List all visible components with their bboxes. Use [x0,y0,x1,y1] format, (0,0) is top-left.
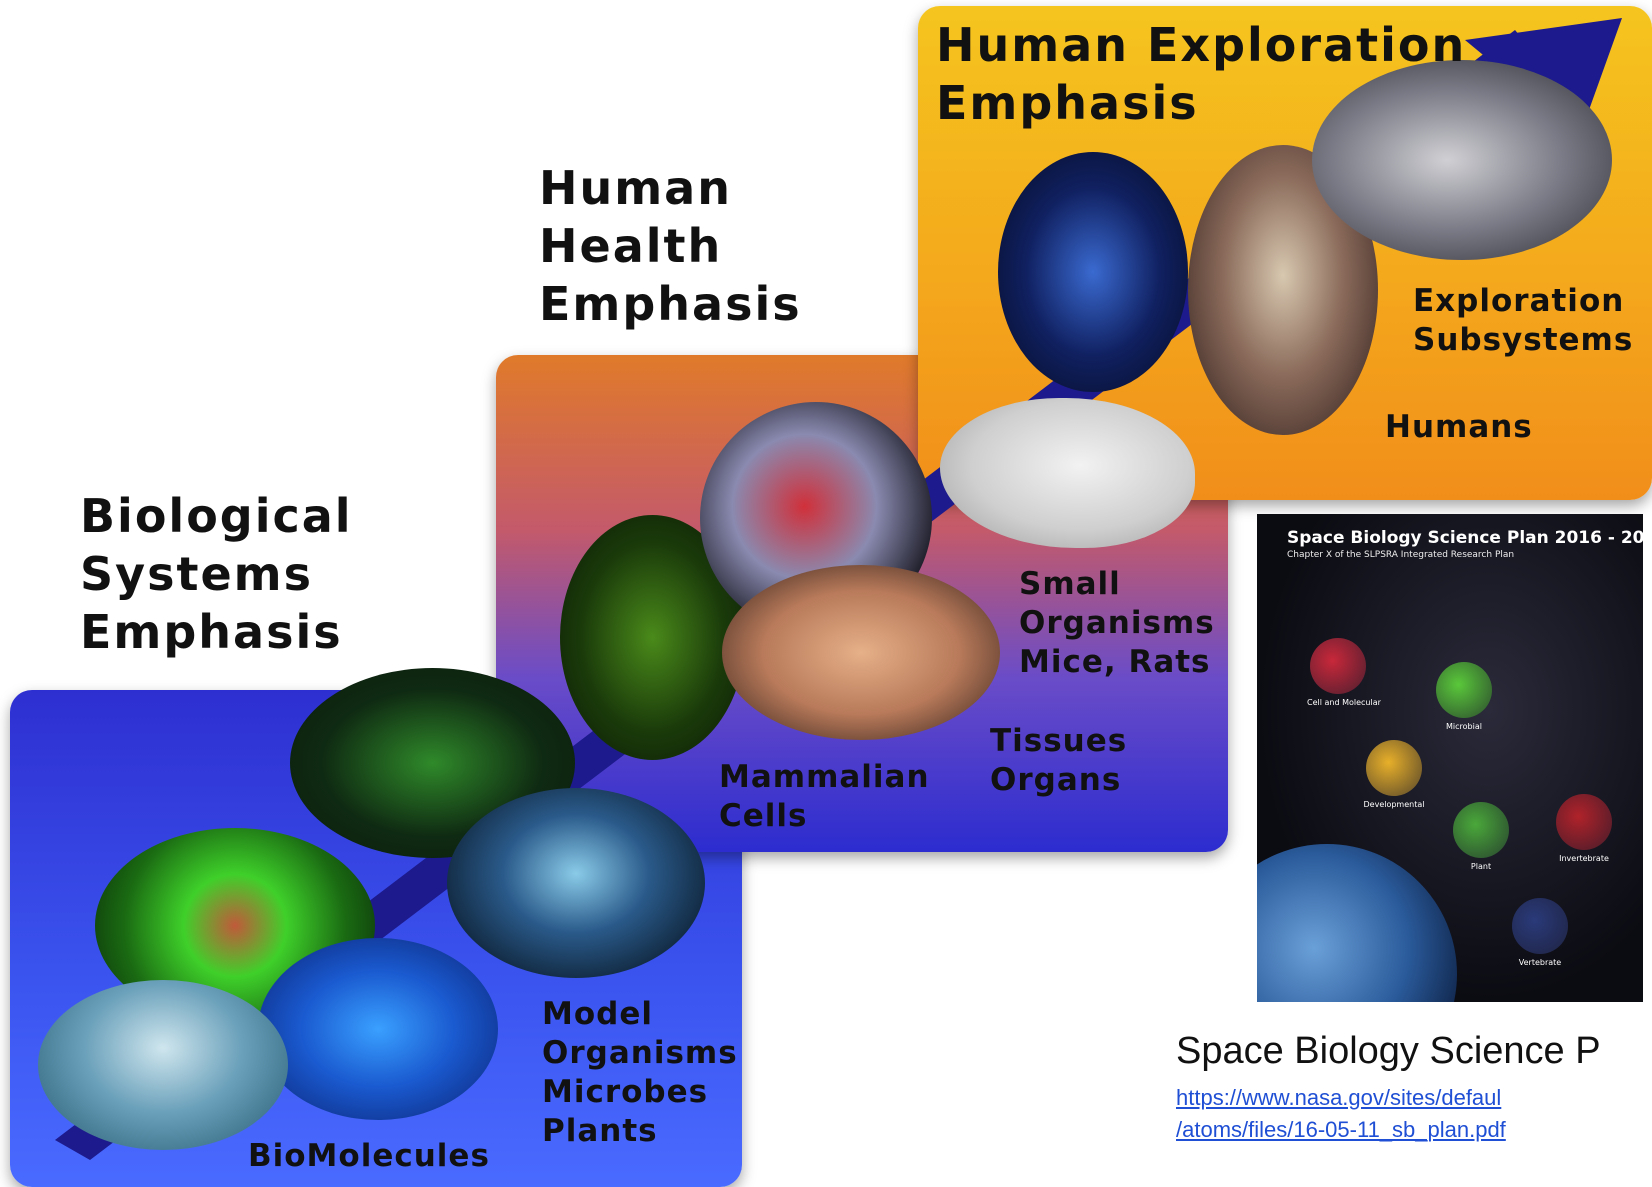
cover-title: Space Biology Science Plan 2016 - 2025 [1287,528,1643,548]
microbial-icon [1436,662,1492,718]
invertebrate-icon [1556,794,1612,850]
plan-url-link-line1[interactable]: https://www.nasa.gov/sites/defaul [1176,1085,1501,1111]
cover-item-developmental: Developmental [1363,740,1425,809]
human-exploration-heading: Human Exploration Emphasis [936,16,1466,132]
tissues-organs-label: Tissues Organs [990,722,1127,800]
biomolecules-label: BioMolecules [248,1137,490,1176]
cover-item-microbial: Microbial [1433,662,1495,731]
vertebrate-icon [1512,898,1568,954]
microbes-image [258,938,498,1120]
developmental-icon [1366,740,1422,796]
dna-helix-image [38,980,288,1150]
biological-systems-heading: Biological Systems Emphasis [80,487,353,661]
human-health-heading: Human Health Emphasis [539,159,802,333]
cover-item-caption: Cell and Molecular [1307,698,1369,707]
cover-item-caption: Vertebrate [1509,958,1571,967]
cover-item-caption: Invertebrate [1553,854,1615,863]
caption-title: Space Biology Science P [1176,1030,1601,1073]
human-dna-image [998,152,1188,392]
science-plan-cover-image: Space Biology Science Plan 2016 - 2025 C… [1257,514,1643,1002]
plant-icon [1453,802,1509,858]
cover-item-caption: Plant [1450,862,1512,871]
cover-item-vertebrate: Vertebrate [1509,898,1571,967]
cell-molecular-icon [1310,638,1366,694]
cover-subtitle: Chapter X of the SLPSRA Integrated Resea… [1287,550,1514,560]
cover-item-plant: Plant [1450,802,1512,871]
cover-item-cell-molecular: Cell and Molecular [1307,638,1369,707]
brain-image [722,565,1000,740]
cover-item-caption: Developmental [1363,800,1425,809]
exploration-subsystems-label: Exploration Subsystems [1413,282,1633,360]
worm-image [447,788,705,978]
plan-url-link-line2[interactable]: /atoms/files/16-05-11_sb_plan.pdf [1176,1117,1506,1143]
model-organisms-label: Model Organisms Microbes Plants [542,995,738,1151]
humans-label: Humans [1385,408,1533,447]
earth-image [1257,844,1457,1002]
small-organisms-label: Small Organisms Mice, Rats [1019,565,1215,682]
cover-item-invertebrate: Invertebrate [1553,794,1615,863]
mammalian-cells-label: Mammalian Cells [719,758,930,836]
cover-item-caption: Microbial [1433,722,1495,731]
